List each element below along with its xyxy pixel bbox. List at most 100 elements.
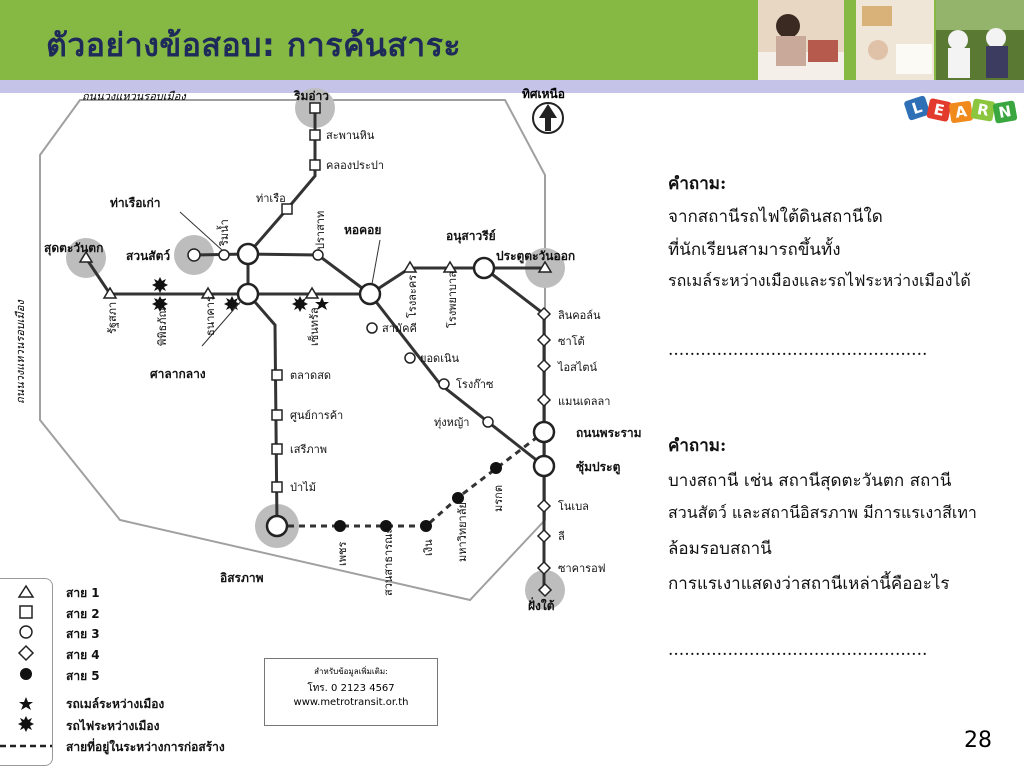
contact-line1: สำหรับข้อมูลเพิ่มเติม: [314,667,388,676]
legend-line2: สาย 2 [66,607,100,621]
station-samakkhi [366,322,378,334]
line-2-track [246,110,317,527]
line1-stations [78,250,553,299]
logo-letter-5: N [997,102,1012,122]
legend-line3: สาย 3 [66,627,100,641]
label-seriphap: เสรีภาพ [290,443,327,456]
logo-letter-3: A [954,102,968,121]
north-arrow-icon [539,104,557,118]
station-ngoen [420,520,432,532]
photo-students-outdoor [936,0,1024,80]
train-marker-phiphitthaphan [152,277,168,293]
legend-line5: สาย 5 [66,669,100,683]
train-marker-sen-thoris [292,296,308,312]
station-suan-sat [187,248,201,262]
legend-star-icon [19,697,33,710]
station-talat-sot [271,369,283,381]
label-sud-tawan-tok: สุดตะวันตก [44,241,103,256]
station-mandela [536,392,552,408]
station-rimao [309,102,321,114]
learn-logo: L E A R N [904,95,1018,124]
metro-map: ถนนวงแหวนรอบเมือง ถนนวงแหวนรอบเมือง ทิศเ… [0,87,642,755]
page-number: 28 [964,728,992,753]
label-lincoln: ลินคอล์น [558,309,601,322]
question-2-answer-line[interactable]: ........................................… [668,640,928,660]
label-islind: ไอสไตน์ [557,361,598,374]
legend-under-construction: สายที่อยู่ในระหว่างการก่อสร้าง [66,738,225,755]
contact-website: www.metrotransit.or.th [293,697,409,708]
label-saphan-hin: สะพานหิน [326,129,375,142]
label-rong-kasa: โรงก๊าซ [456,377,494,391]
station-sala-klang-interchange [236,282,260,306]
question-1-line-2: ที่นักเรียนสามารถขึ้นทั้ง [668,240,841,260]
station-seriphap [271,443,283,455]
label-li: ลี [558,530,565,543]
question-2-line-2: สวนสัตว์ และสถานีอิสรภาพ มีการแรเงาสีเทา [668,503,977,522]
contact-phone: โทร. 0 2123 4567 [307,683,395,694]
line4-stations [536,306,553,598]
ring-road-label-top: ถนนวงแหวนรอบเมือง [82,90,187,103]
label-samakkhi: สามัคคี [382,322,417,335]
station-sum-pratu-interchange [532,454,556,478]
label-suan-sat: สวนสัตว์ [126,249,170,263]
label-tha-ruea-kao: ท่าเรือเก่า [110,196,161,210]
label-prasat: ปราสาท [314,211,327,250]
label-morakot: มรกต [492,485,505,512]
label-mandela: แมนเดลลา [558,395,610,408]
station-pratu-tawan-ok [537,260,553,273]
legend-frame [0,578,53,766]
label-sun-kan-kha: ศูนย์การค้า [290,409,343,422]
station-rongphayaban [442,260,458,273]
label-sen-thoris: เซ็นทรัล [307,307,321,346]
label-sato: ซาโต้ [558,334,585,348]
station-sakharov [536,560,552,576]
legend-triangle-icon [17,584,35,598]
station-yot-noen [404,352,416,364]
label-phet: เพชร [336,542,349,566]
question-2-line-4: การแรเงาแสดงว่าสถานีเหล่านี้คืออะไร [668,574,950,594]
station-anusawari-interchange [472,256,496,280]
bus-star-sen-thoris [315,297,329,310]
label-sakharov: ซาคารอฟ [558,562,605,575]
line3-stations [187,248,494,428]
label-itsaraphap: อิสรภาพ [220,571,264,585]
legend: สาย 1 สาย 2 สาย 3 สาย 4 สาย 5 รถเมล์ระหว… [0,584,225,755]
label-yot-noen: ยอดเนิน [420,352,459,365]
label-thanakhan: ธนาคาร [204,296,217,336]
station-sud-tawan-tok [78,250,94,263]
legend-dot-icon [20,668,32,680]
label-khlong-prapa: คลองประปา [326,159,384,172]
legend-diamond-icon [17,644,35,662]
station-hok-khoi-interchange [358,282,382,306]
question-1-heading: คำถาม: [668,174,727,194]
legend-line1: สาย 1 [66,586,100,600]
station-phet [334,520,346,532]
station-tha-ruea [281,203,293,215]
question-1-line-3: รถเมล์ระหว่างเมืองและรถไฟระหว่างเมืองได้ [668,271,971,290]
pointer-lines [179,211,381,347]
question-2-line-1: บางสถานี เช่น สถานีสุดตะวันตก สถานี [668,471,952,491]
station-saphan-hin [309,129,321,141]
label-sala-klang: ศาลากลาง [150,367,206,381]
station-morakot [490,462,502,474]
intercity-markers [152,277,329,312]
station-sen-thoris [304,286,320,299]
label-pratu-tawan-ok: ประตูตะวันออก [496,249,575,264]
legend-intercity-train: รถไฟระหว่างเมือง [66,718,160,733]
question-2-heading: คำถาม: [668,436,727,456]
station-thung-ya [482,416,494,428]
north-arrow-stem [545,117,551,131]
line5-stations [334,462,502,532]
station-mahawitthayalai [452,492,464,504]
logo-letter-2: E [932,100,946,120]
label-ngoen: เงิน [422,539,435,556]
page-title: ตัวอย่างข้อสอบ: การค้นสาระ [46,26,462,64]
question-1-answer-line[interactable]: ........................................… [668,340,928,360]
label-nobel: โนเบล [558,499,589,513]
label-rongphayaban: โรงพยาบาล [445,271,459,328]
legend-square-icon [19,605,33,619]
header-strip [0,80,1024,93]
station-sato [536,332,552,348]
label-tha-ruea: ท่าเรือ [256,192,286,205]
station-rong-kasa [438,378,450,390]
